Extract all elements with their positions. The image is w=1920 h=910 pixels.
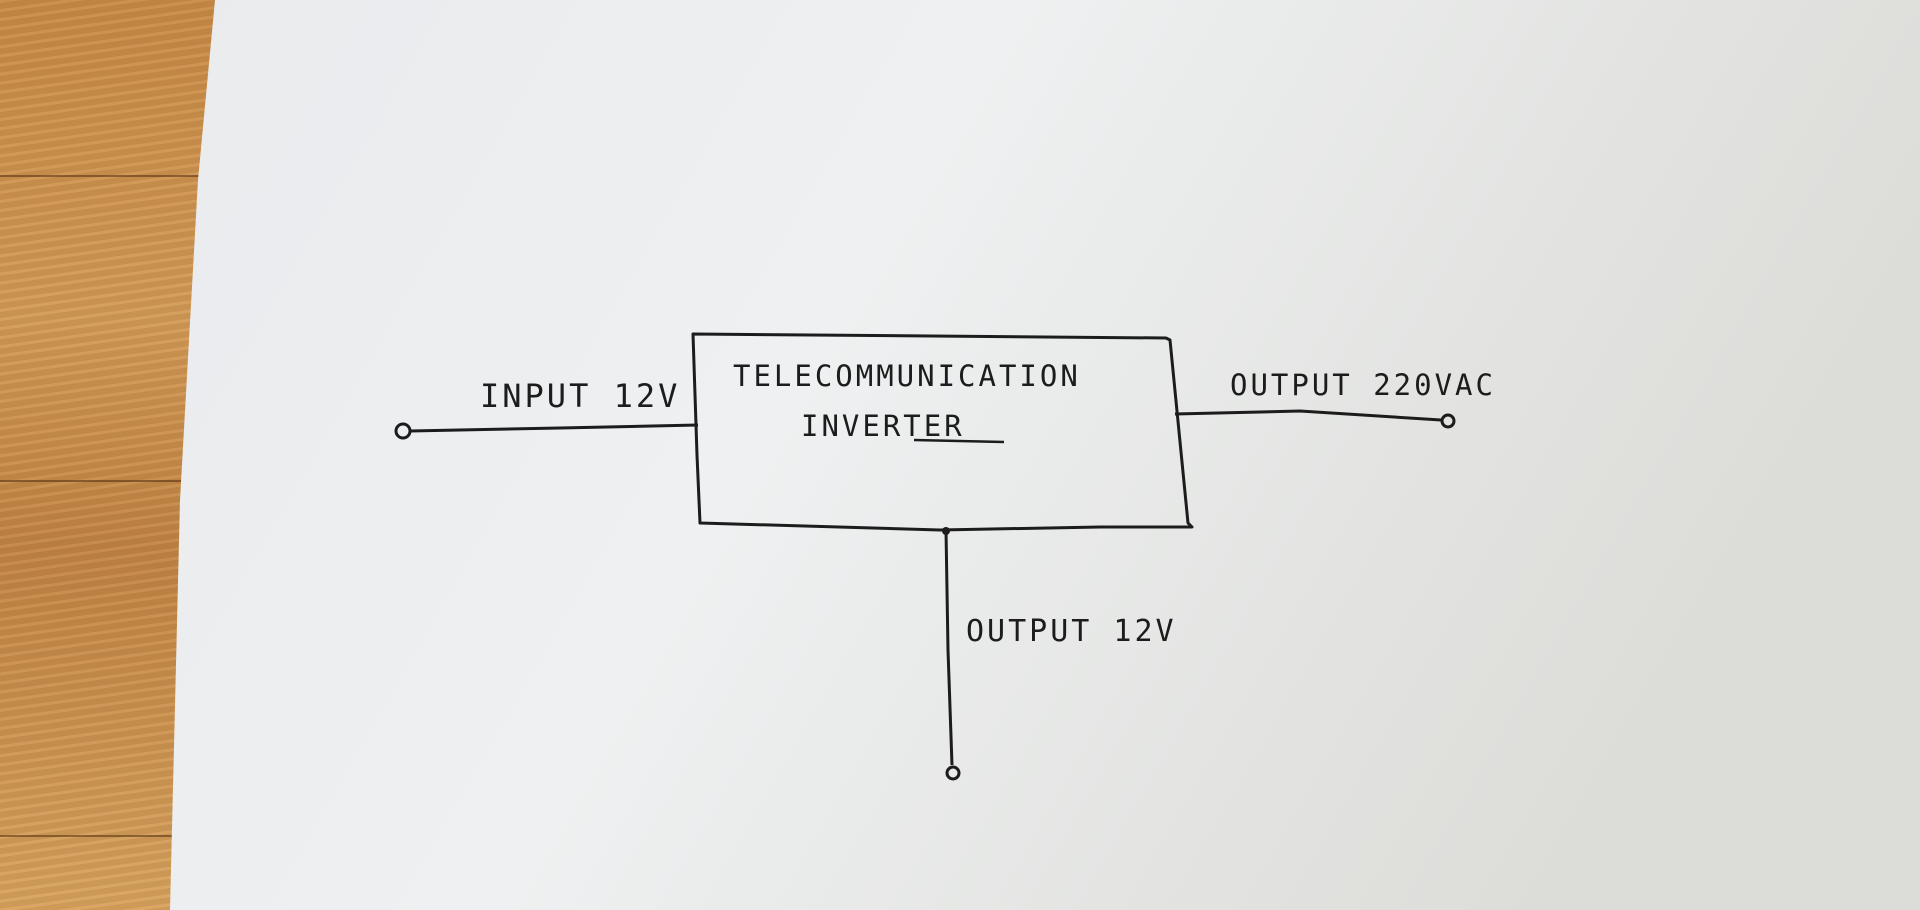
output-ac-wire <box>1174 409 1442 422</box>
output-dc-wire <box>944 529 954 766</box>
output-ac-label: OUTPUT 220VAC <box>1230 368 1496 402</box>
input-wire <box>409 423 699 433</box>
block-title-line2: INVERTER <box>801 409 965 443</box>
junction-dot <box>942 527 950 535</box>
paper-sheet <box>170 0 1920 910</box>
output-dc-terminal <box>945 765 961 781</box>
input-label: INPUT 12V <box>480 377 680 415</box>
inverter-block <box>691 332 1194 532</box>
block-title-line1: TELECOMMUNICATION <box>733 359 1081 393</box>
title-underline <box>913 438 1005 444</box>
output-dc-label: OUTPUT 12V <box>966 614 1177 649</box>
input-terminal <box>394 422 412 440</box>
output-ac-terminal <box>1440 413 1456 429</box>
